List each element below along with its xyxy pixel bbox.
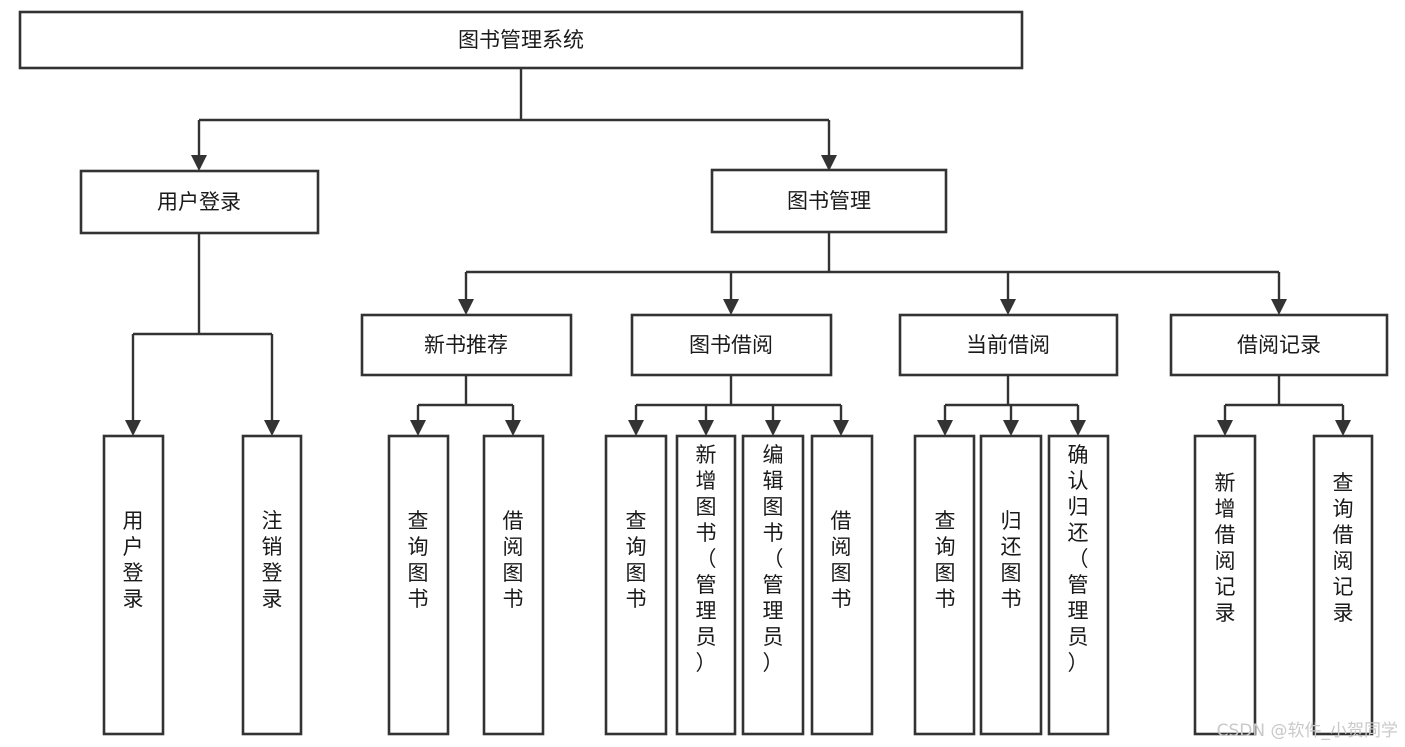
node-leaf-confirm-return-box[interactable] <box>1047 434 1110 736</box>
node-leaf-query-book-2[interactable]: 查询图书 <box>604 434 668 736</box>
node-leaf-return-book-box[interactable] <box>979 434 1043 736</box>
node-leaf-query-record-label: 查询借阅记录 <box>1333 471 1354 625</box>
arrowhead-leaf-query-book-2 <box>628 420 644 436</box>
node-leaf-borrow-book-2[interactable]: 借阅图书 <box>810 434 874 736</box>
node-current-borrow-box[interactable] <box>898 313 1119 377</box>
connector-layer <box>125 68 1351 436</box>
node-current-borrow[interactable]: 当前借阅 <box>898 313 1119 377</box>
arrowhead-leaf-confirm-return <box>1070 420 1086 436</box>
node-borrow-record-label: 借阅记录 <box>1237 333 1321 357</box>
node-book-manage-box[interactable] <box>710 168 948 234</box>
node-leaf-edit-book[interactable]: 编辑图书（管理员） <box>741 434 805 736</box>
node-leaf-query-book-2-label: 查询图书 <box>626 509 647 611</box>
node-current-borrow-label: 当前借阅 <box>966 333 1050 357</box>
node-leaf-query-book-3-label: 查询图书 <box>935 509 956 611</box>
node-leaf-add-record[interactable]: 新增借阅记录 <box>1193 434 1257 736</box>
node-book-manage[interactable]: 图书管理 <box>710 168 948 234</box>
arrowhead-leaf-query-book-3 <box>937 420 953 436</box>
node-book-borrow[interactable]: 图书借阅 <box>630 313 833 377</box>
arrowhead-leaf-logout-login <box>264 420 280 436</box>
node-leaf-borrow-book-2-label: 借阅图书 <box>831 509 852 611</box>
arrowhead-leaf-query-record <box>1335 420 1351 436</box>
node-leaf-borrow-book-1-box[interactable] <box>482 434 545 736</box>
arrowhead-leaf-user-login <box>125 420 141 436</box>
node-leaf-return-book[interactable]: 归还图书 <box>979 434 1043 736</box>
node-leaf-user-login[interactable]: 用户登录 <box>102 434 165 736</box>
arrowhead-new-book-recommend <box>458 299 474 315</box>
arrowhead-book-manage <box>821 155 837 171</box>
node-borrow-record[interactable]: 借阅记录 <box>1169 313 1389 377</box>
arrowhead-borrow-record <box>1271 299 1287 315</box>
node-borrow-record-box[interactable] <box>1169 313 1389 377</box>
node-leaf-edit-book-label: 编辑图书（管理员） <box>763 443 784 675</box>
arrowhead-user-login <box>191 155 207 171</box>
arrowhead-leaf-add-record <box>1217 420 1233 436</box>
node-user-login-label: 用户登录 <box>157 190 241 214</box>
node-user-login[interactable]: 用户登录 <box>79 169 320 235</box>
arrowhead-book-borrow <box>723 299 739 315</box>
node-root-label: 图书管理系统 <box>458 28 584 52</box>
node-root[interactable]: 图书管理系统 <box>18 10 1024 70</box>
node-leaf-logout-login-label: 注销登录 <box>262 509 283 611</box>
node-book-manage-label: 图书管理 <box>787 189 871 213</box>
node-leaf-add-book[interactable]: 新增图书（管理员） <box>675 434 737 736</box>
node-leaf-add-book-label: 新增图书（管理员） <box>696 443 717 675</box>
node-book-borrow-box[interactable] <box>630 313 833 377</box>
node-leaf-confirm-return[interactable]: 确认归还（管理员） <box>1047 434 1110 736</box>
node-leaf-query-book-1[interactable]: 查询图书 <box>387 434 450 736</box>
arrowhead-leaf-return-book <box>1003 420 1019 436</box>
node-new-book-recommend[interactable]: 新书推荐 <box>360 313 573 377</box>
arrowhead-leaf-query-book-1 <box>410 420 426 436</box>
node-book-borrow-label: 图书借阅 <box>689 333 773 357</box>
arrowhead-leaf-add-book <box>698 420 714 436</box>
node-leaf-user-login-box[interactable] <box>102 434 165 736</box>
node-leaf-user-login-label: 用户登录 <box>123 509 144 611</box>
node-leaf-borrow-book-2-box[interactable] <box>810 434 874 736</box>
node-new-book-recommend-label: 新书推荐 <box>424 333 508 357</box>
node-new-book-recommend-box[interactable] <box>360 313 573 377</box>
node-leaf-borrow-book-1-label: 借阅图书 <box>503 509 524 611</box>
arrowhead-leaf-edit-book <box>765 420 781 436</box>
csdn-watermark: CSDN @软件_小贺同学 <box>1217 721 1398 741</box>
node-leaf-add-record-box[interactable] <box>1193 434 1257 736</box>
node-leaf-logout-login[interactable]: 注销登录 <box>241 434 303 736</box>
node-leaf-query-record[interactable]: 查询借阅记录 <box>1312 434 1374 736</box>
arrowhead-leaf-borrow-book-2 <box>833 420 849 436</box>
node-leaf-return-book-label: 归还图书 <box>1001 509 1022 611</box>
node-user-login-box[interactable] <box>79 169 320 235</box>
arrowhead-leaf-borrow-book-1 <box>505 420 521 436</box>
node-leaf-add-book-box[interactable] <box>675 434 737 736</box>
arrowhead-current-borrow <box>1000 299 1016 315</box>
node-leaf-query-book-3-box[interactable] <box>913 434 976 736</box>
node-leaf-edit-book-box[interactable] <box>741 434 805 736</box>
node-leaf-query-book-1-box[interactable] <box>387 434 450 736</box>
node-leaf-query-book-3[interactable]: 查询图书 <box>913 434 976 736</box>
node-leaf-borrow-book-1[interactable]: 借阅图书 <box>482 434 545 736</box>
node-leaf-query-book-1-label: 查询图书 <box>408 509 429 611</box>
node-leaf-query-book-2-box[interactable] <box>604 434 668 736</box>
node-leaf-confirm-return-label: 确认归还（管理员） <box>1068 443 1089 675</box>
node-leaf-query-record-box[interactable] <box>1312 434 1374 736</box>
node-leaf-logout-login-box[interactable] <box>241 434 303 736</box>
node-leaf-add-record-label: 新增借阅记录 <box>1215 471 1236 625</box>
node-root-box[interactable] <box>18 10 1024 70</box>
